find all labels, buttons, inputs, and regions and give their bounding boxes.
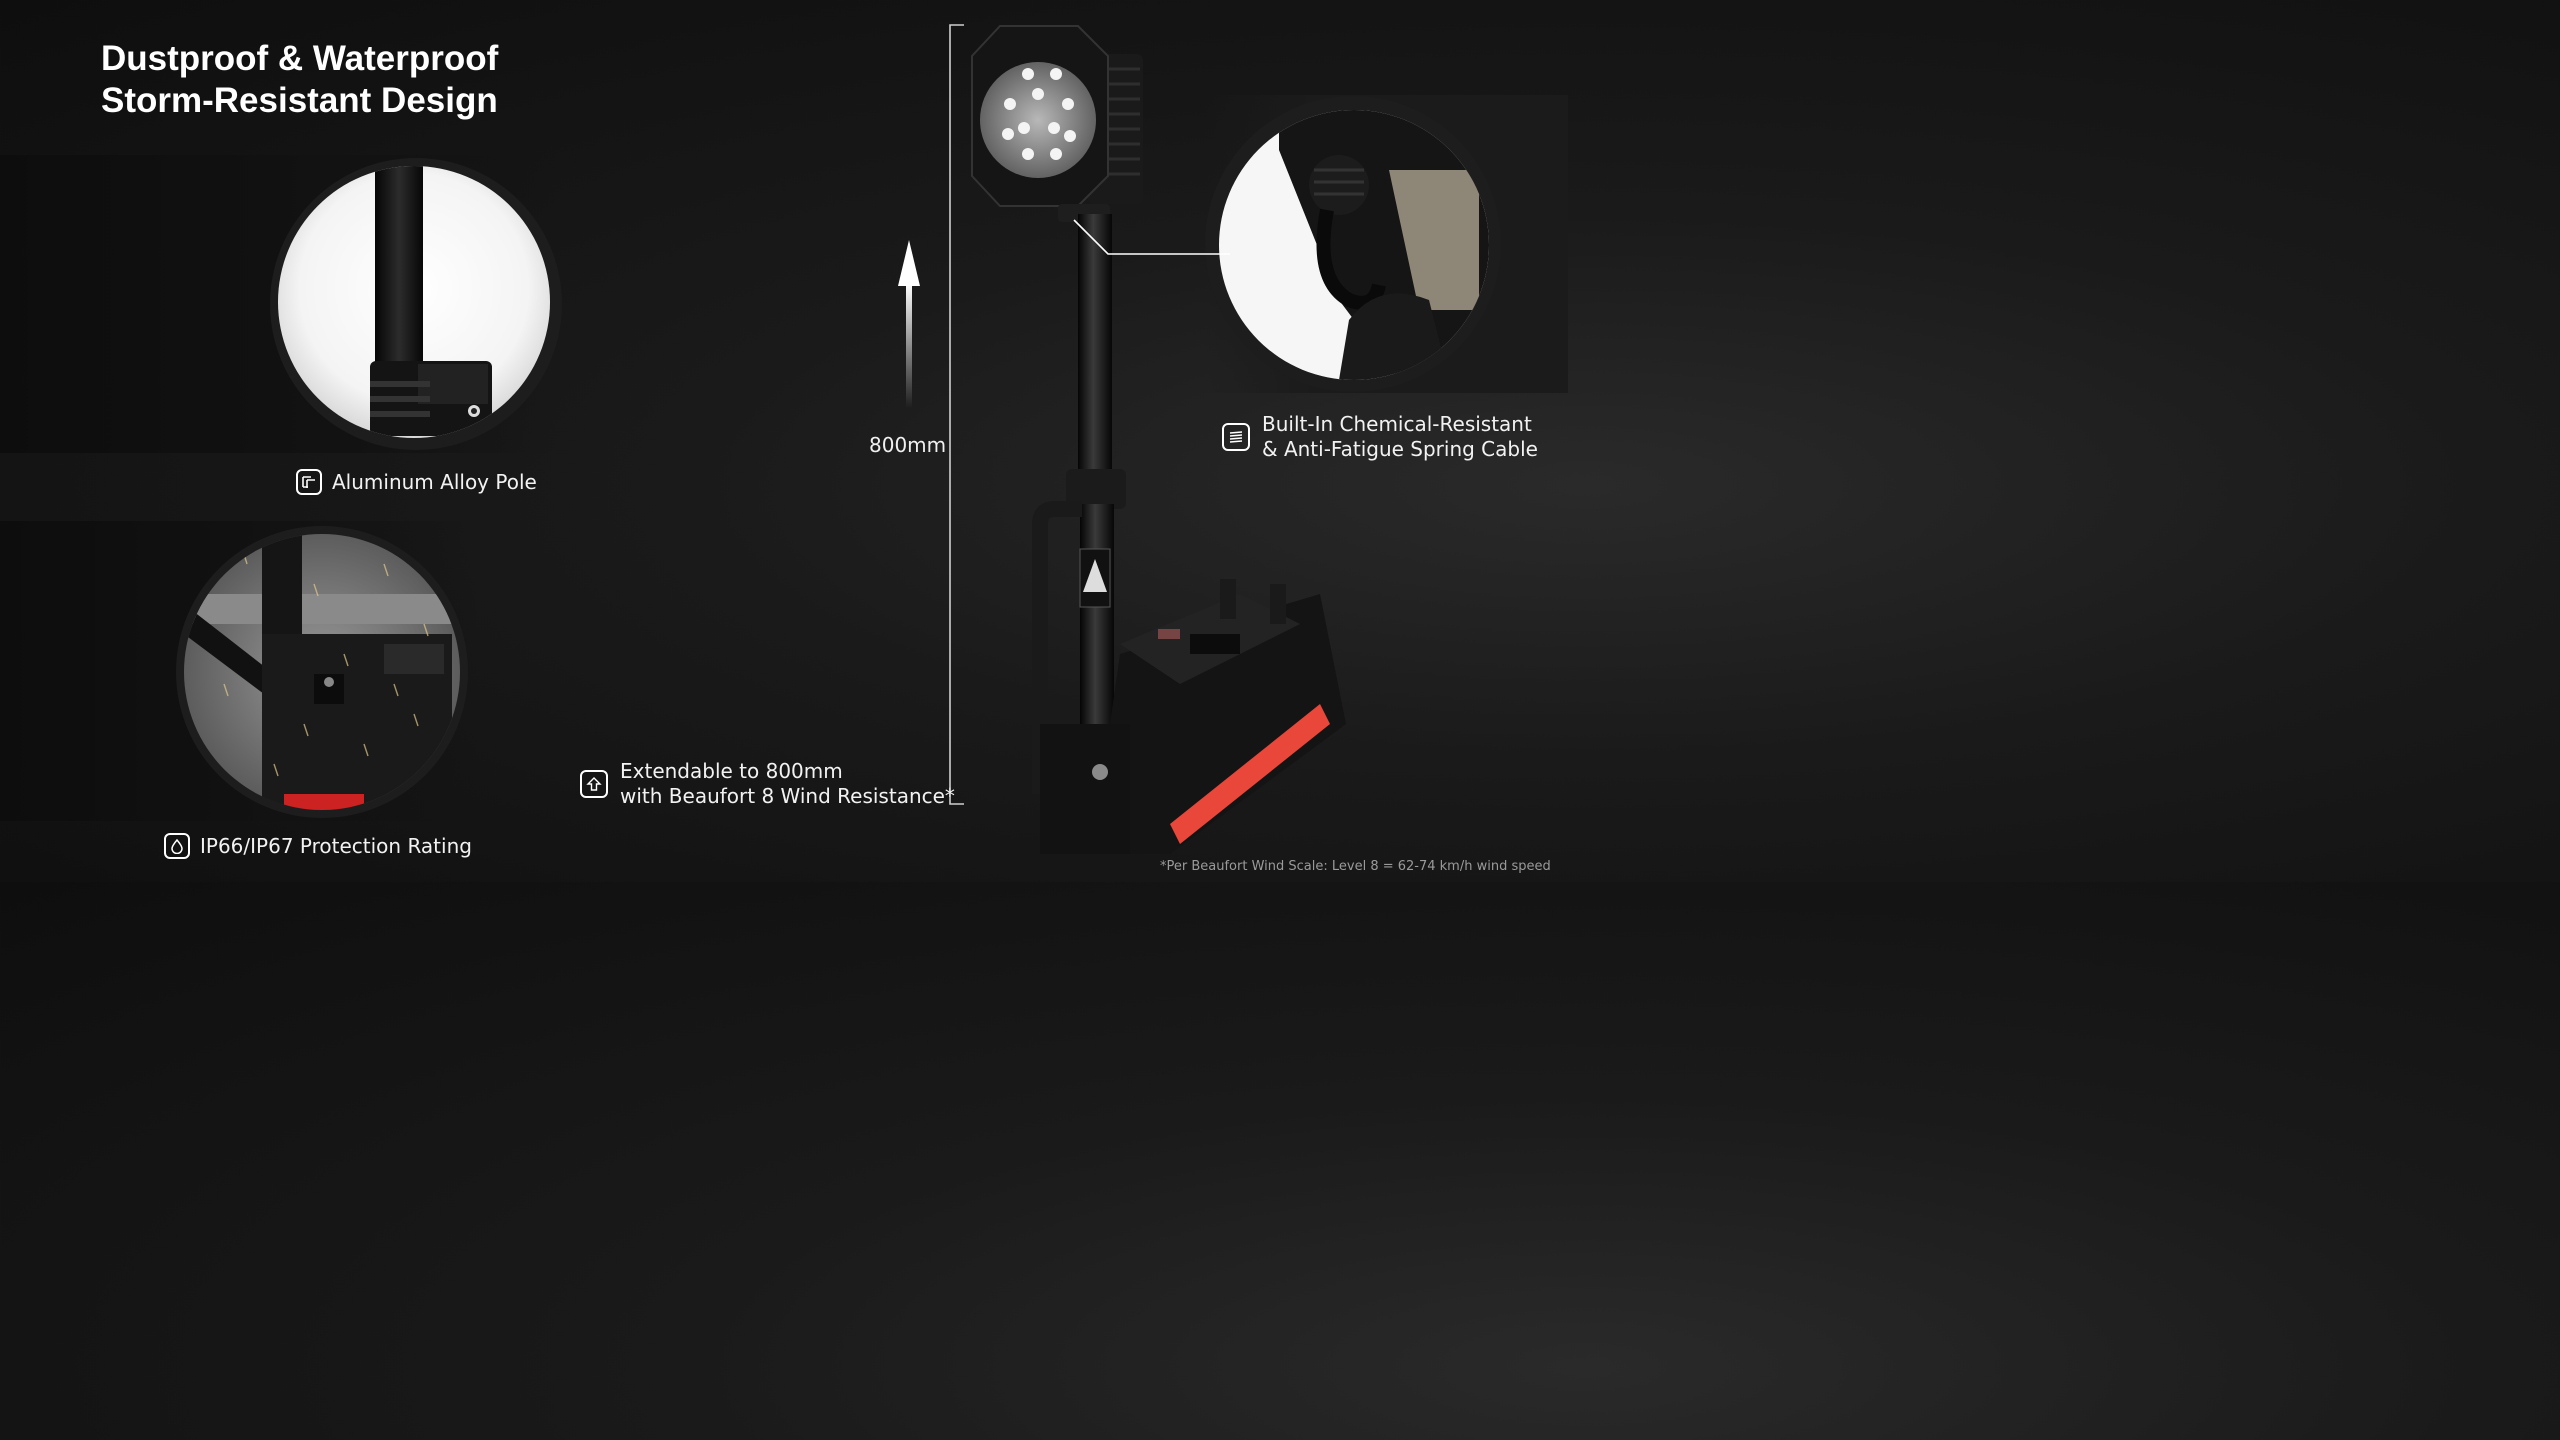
rating-detail-image (184, 534, 460, 810)
title-line-2: Storm-Resistant Design (101, 81, 498, 120)
pole-icon (296, 469, 322, 495)
droplet-shield-icon (164, 833, 190, 859)
dimension-label: 800mm (869, 433, 947, 457)
page-title: Dustproof & Waterproof Storm-Resistant D… (101, 38, 498, 122)
rating-feature-label: IP66/IP67 Protection Rating (200, 834, 472, 858)
cable-callout-line (1073, 219, 1230, 255)
cable-coil-icon (1222, 423, 1250, 451)
cable-detail-image (1219, 110, 1489, 380)
pole-feature: Aluminum Alloy Pole (296, 469, 537, 495)
pole-detail-image (278, 166, 550, 438)
extend-arrow-icon (898, 240, 920, 408)
cable-feature-line-1: Built-In Chemical-Resistant (1262, 412, 1532, 436)
dimension-bracket (949, 24, 964, 805)
title-line-1: Dustproof & Waterproof (101, 39, 499, 78)
wind-scale-footnote: *Per Beaufort Wind Scale: Level 8 = 62-7… (1160, 859, 1551, 874)
extend-feature-line-1: Extendable to 800mm (620, 759, 843, 783)
cable-feature: Built-In Chemical-Resistant & Anti-Fatig… (1222, 412, 1538, 462)
up-arrow-icon (580, 770, 608, 798)
pole-feature-label: Aluminum Alloy Pole (332, 470, 537, 494)
extend-feature-line-2: with Beaufort 8 Wind Resistance* (620, 784, 955, 808)
cable-feature-line-2: & Anti-Fatigue Spring Cable (1262, 437, 1538, 461)
work-light-product-image (971, 25, 1346, 854)
rating-feature: IP66/IP67 Protection Rating (164, 833, 472, 859)
extend-feature: Extendable to 800mm with Beaufort 8 Wind… (580, 759, 955, 809)
